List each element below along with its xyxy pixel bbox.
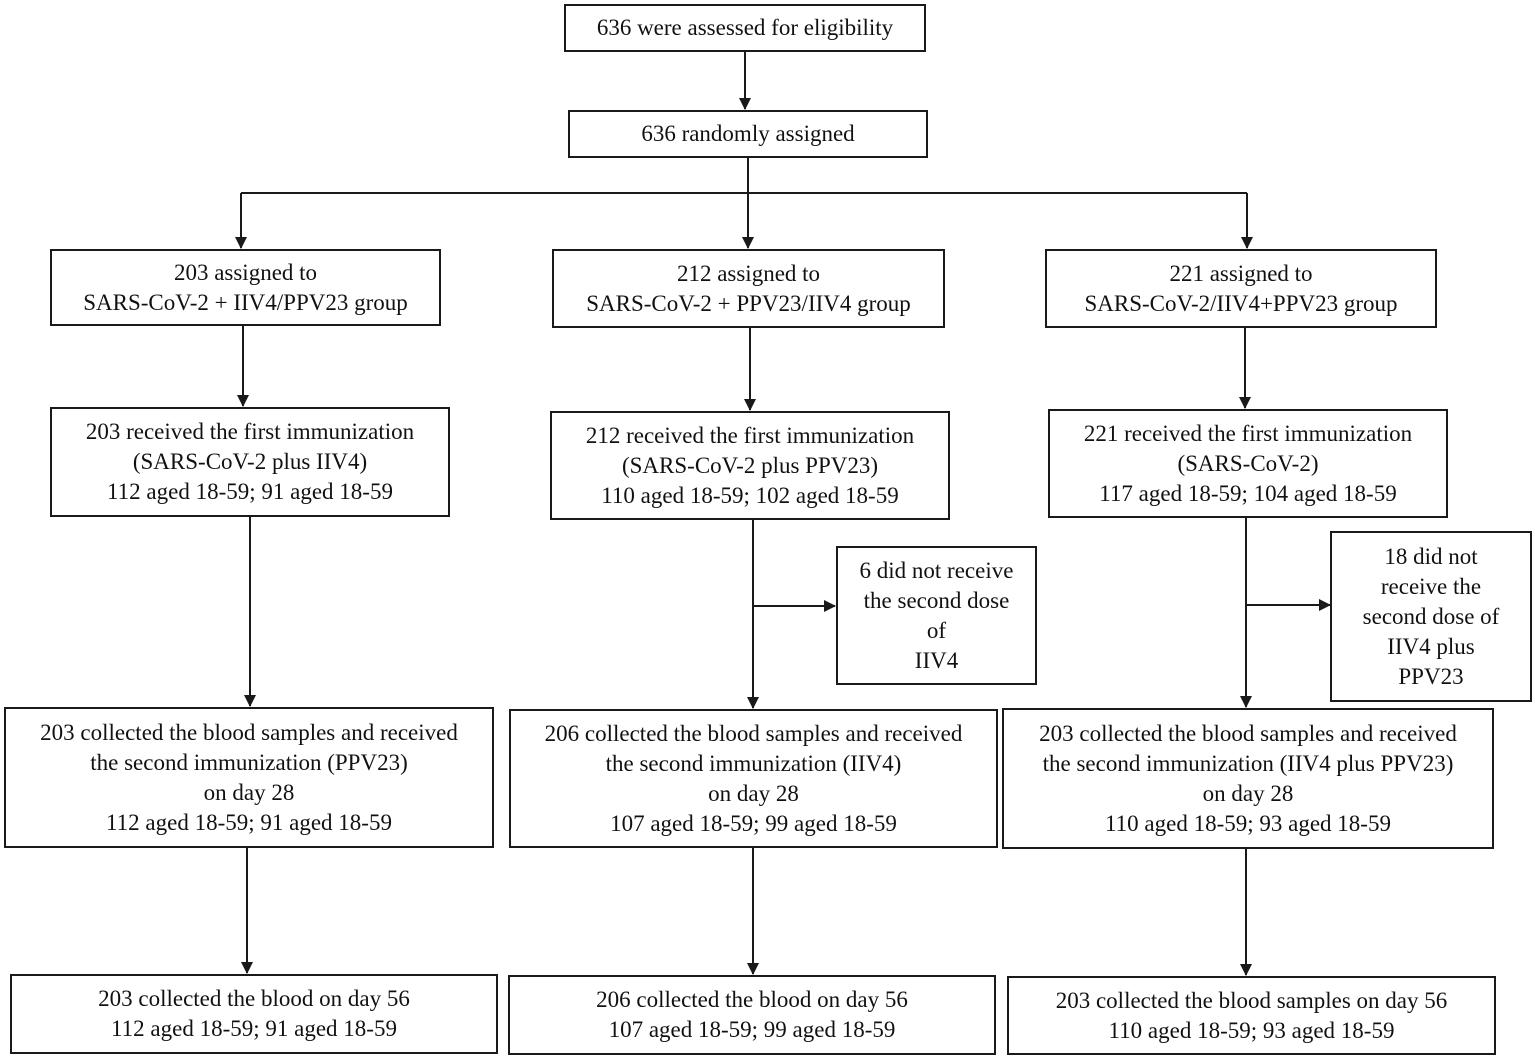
group1-final-box: 203 collected the blood on day 56 112 ag… [10,974,498,1054]
group1-assigned-box: 203 assigned to SARS-CoV-2 + IIV4/PPV23 … [50,249,441,326]
group2-excluded-line: IIV4 [914,647,959,673]
group1-assigned-line: SARS-CoV-2 + IIV4/PPV23 group [83,289,408,315]
group1-second-line: 203 collected the blood samples and rece… [40,719,458,745]
group1-first-line: (SARS-CoV-2 plus IIV4) [132,449,368,474]
group1-final-line: 203 collected the blood on day 56 [98,986,410,1011]
group2-assigned-box: 212 assigned to SARS-CoV-2 + PPV23/IIV4 … [552,249,945,328]
group2-second-line: 206 collected the blood samples and rece… [544,720,963,746]
group3-first-line: (SARS-CoV-2) [1177,450,1319,476]
group1-first-line: 203 received the first immunization [85,419,415,444]
box-randomized: 636 randomly assigned [568,110,928,158]
group2-second-line: the second immunization (IIV4) [605,750,902,776]
group1-assigned-line: 203 assigned to [173,259,318,285]
group3-assigned-line: 221 assigned to [1169,260,1313,286]
group1-final-line: 112 aged 18-59; 91 aged 18-59 [111,1016,397,1041]
group3-first-line: 117 aged 18-59; 104 aged 18-59 [1099,480,1397,506]
group2-excluded-box: 6 did not receive the second dose of IIV… [836,546,1037,685]
group1-second-immunization-box: 203 collected the blood samples and rece… [4,707,494,848]
group3-final-line: 110 aged 18-59; 93 aged 18-59 [1108,1017,1395,1043]
group3-second-line: 110 aged 18-59; 93 aged 18-59 [1105,810,1391,836]
group3-second-immunization-box: 203 collected the blood samples and rece… [1002,708,1494,849]
group3-second-line: the second immunization (IIV4 plus PPV23… [1042,750,1454,776]
group2-excluded-line: the second dose [863,587,1010,613]
group3-excluded-line: receive the [1380,573,1482,599]
group2-final-line: 206 collected the blood on day 56 [596,987,908,1012]
group3-first-line: 221 received the first immunization [1083,420,1413,446]
group2-excluded-line: of [926,617,947,643]
group2-first-line: 212 received the first immunization [585,422,915,448]
box-assessed: 636 were assessed for eligibility [564,4,926,52]
group1-second-line: 112 aged 18-59; 91 aged 18-59 [106,809,392,835]
box-assessed-line: 636 were assessed for eligibility [596,15,894,40]
box-randomized-line: 636 randomly assigned [641,121,855,146]
group1-second-line: on day 28 [203,779,295,805]
group3-excluded-line: IIV4 plus [1387,633,1475,659]
group3-assigned-box: 221 assigned to SARS-CoV-2/IIV4+PPV23 gr… [1045,249,1437,328]
group2-first-line: (SARS-CoV-2 plus PPV23) [621,452,879,478]
group2-second-immunization-box: 206 collected the blood samples and rece… [509,709,998,848]
group2-second-line: on day 28 [708,780,799,806]
group3-second-line: 203 collected the blood samples and rece… [1039,720,1457,746]
group3-final-line: 203 collected the blood samples on day 5… [1055,987,1448,1013]
group2-second-line: 107 aged 18-59; 99 aged 18-59 [610,810,897,836]
group3-final-box: 203 collected the blood samples on day 5… [1007,976,1496,1055]
group3-assigned-line: SARS-CoV-2/IIV4+PPV23 group [1084,290,1398,316]
group3-excluded-line: PPV23 [1398,663,1464,689]
group2-final-line: 107 aged 18-59; 99 aged 18-59 [608,1017,896,1042]
group3-excluded-line: second dose of [1362,603,1500,629]
group1-second-line: the second immunization (PPV23) [90,749,408,775]
group2-first-line: 110 aged 18-59; 102 aged 18-59 [601,482,899,508]
group2-first-immunization-box: 212 received the first immunization (SAR… [550,411,950,520]
group2-assigned-line: SARS-CoV-2 + PPV23/IIV4 group [586,290,911,316]
group2-final-box: 206 collected the blood on day 56 107 ag… [508,975,996,1055]
group3-excluded-line: 18 did not [1384,543,1478,569]
group3-excluded-box: 18 did not receive the second dose of II… [1330,531,1532,702]
group3-second-line: on day 28 [1202,780,1294,806]
group1-first-line: 112 aged 18-59; 91 aged 18-59 [107,479,393,504]
group1-first-immunization-box: 203 received the first immunization (SAR… [50,407,450,517]
group2-assigned-line: 212 assigned to [676,260,821,286]
group3-first-immunization-box: 221 received the first immunization (SAR… [1048,409,1448,518]
group2-excluded-line: 6 did not receive [859,557,1014,583]
